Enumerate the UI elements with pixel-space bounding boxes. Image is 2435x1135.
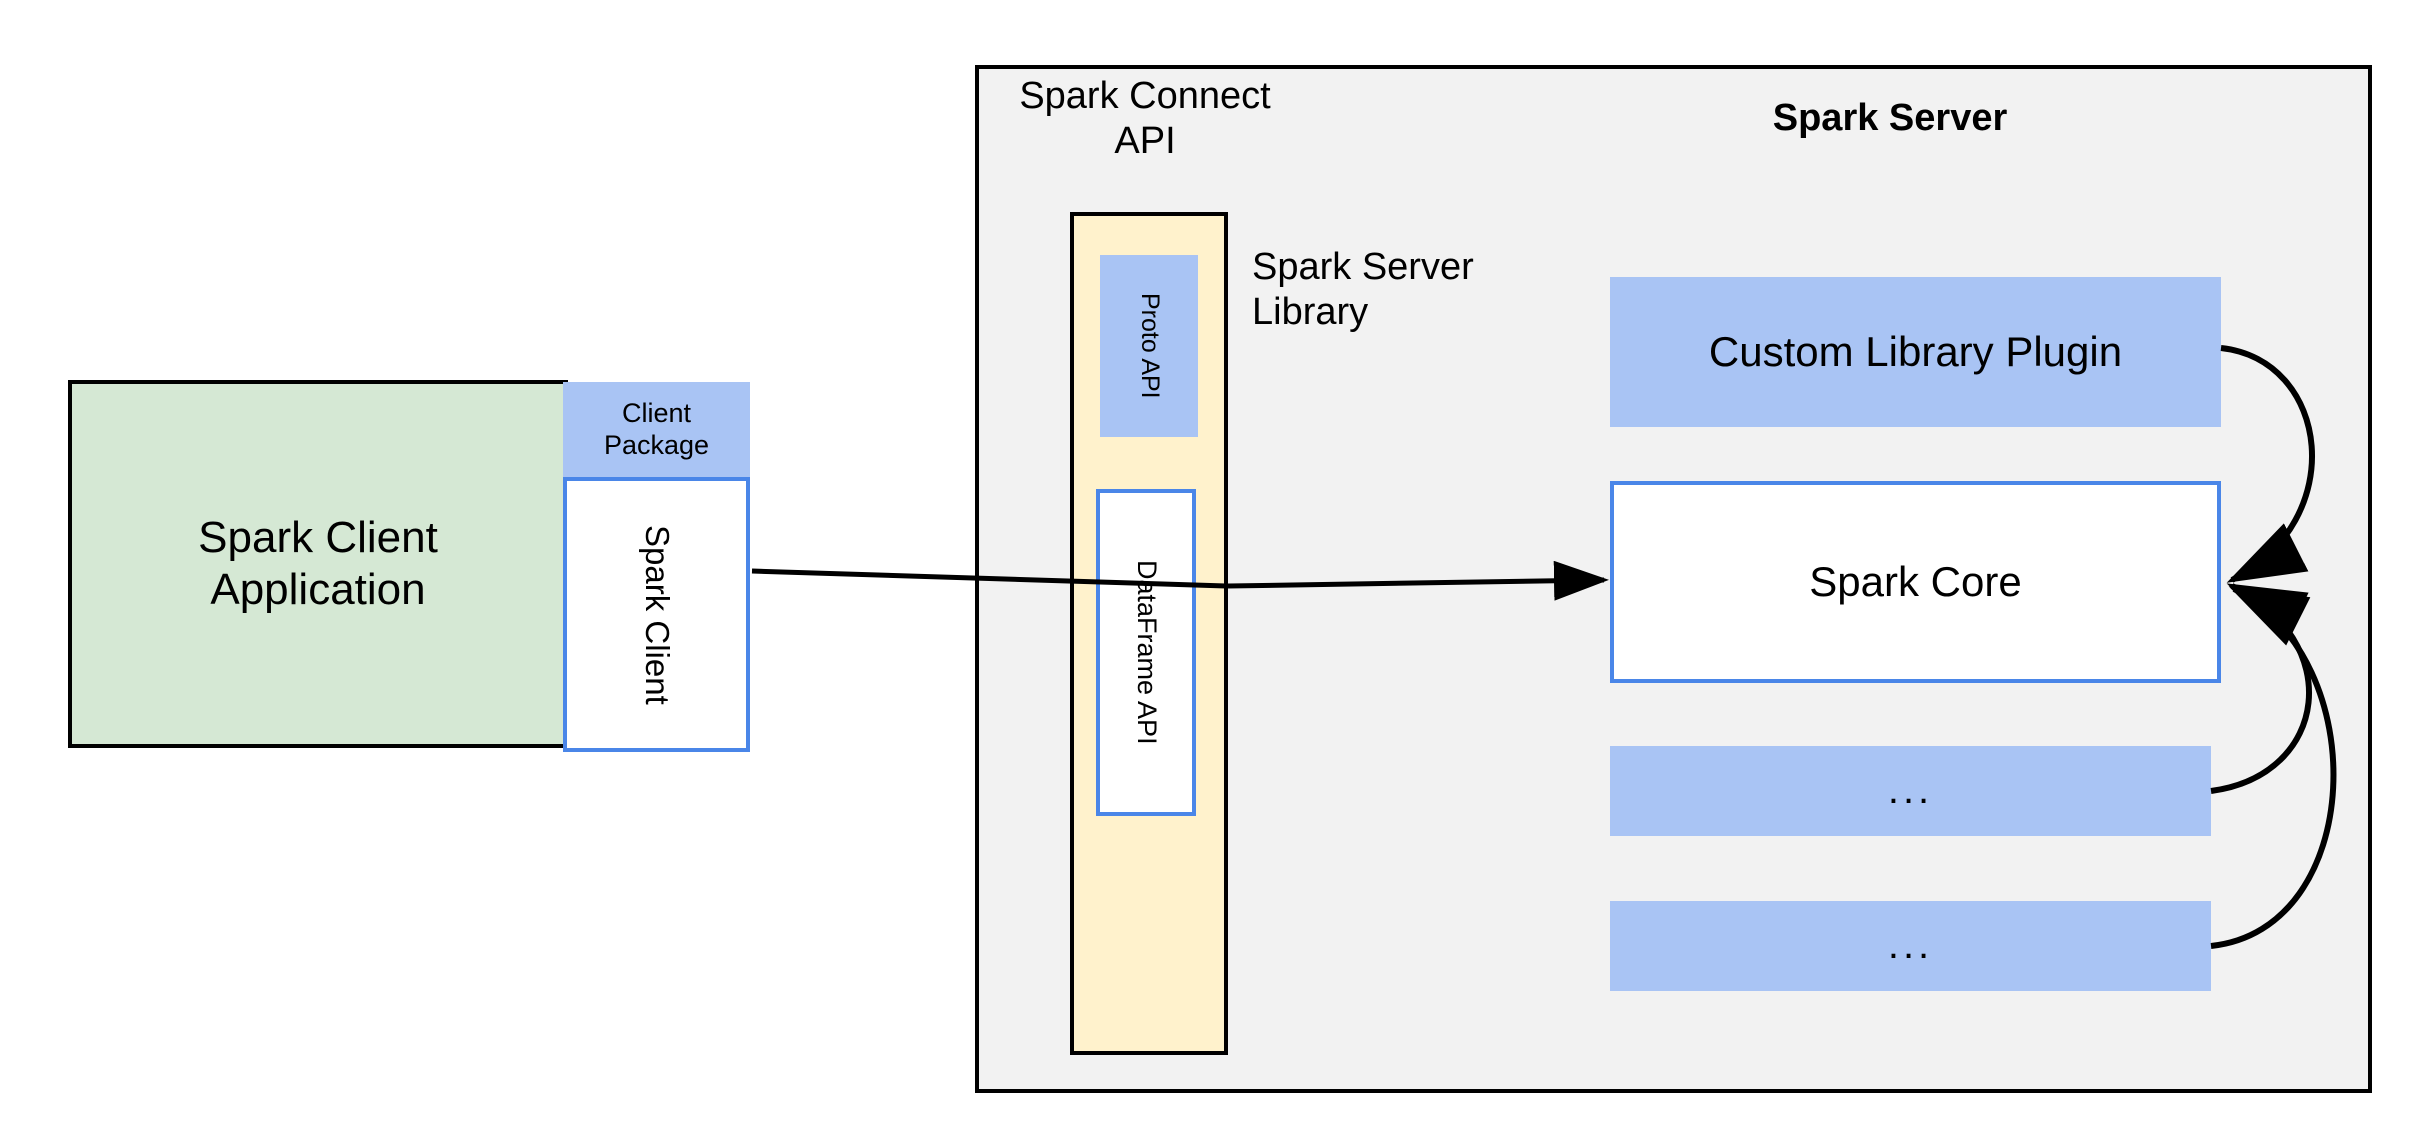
- ellipsis-box-1[interactable]: ...: [1610, 746, 2211, 836]
- proto-api-box[interactable]: Proto API: [1100, 255, 1198, 437]
- custom-library-plugin-label: Custom Library Plugin: [1708, 328, 2123, 376]
- spark-core-box[interactable]: Spark Core: [1610, 481, 2221, 683]
- dataframe-api-box[interactable]: DataFrame API: [1096, 489, 1196, 816]
- ellipsis-label-2: ...: [1887, 923, 1934, 968]
- spark-server-title: Spark Server: [1772, 96, 2008, 139]
- ellipsis-label-1: ...: [1887, 768, 1934, 813]
- spark-connect-api-label: Spark Connect API: [1000, 70, 1290, 180]
- spark-connect-api-label-line2: API: [1114, 119, 1176, 162]
- proto-api-label: Proto API: [1135, 293, 1164, 399]
- client-package-label: Client Package: [603, 397, 710, 460]
- spark-connect-api-label-line1: Spark Connect: [1019, 75, 1271, 117]
- client-package-box[interactable]: Client Package: [563, 382, 750, 477]
- custom-library-plugin-box[interactable]: Custom Library Plugin: [1610, 277, 2221, 427]
- spark-server-library-label-line2: Library: [1252, 290, 1369, 333]
- spark-server-library-label-line1: Spark Server: [1252, 246, 1474, 288]
- spark-client-box[interactable]: Spark Client: [563, 477, 750, 752]
- spark-client-label: Spark Client: [638, 524, 676, 705]
- ellipsis-box-2[interactable]: ...: [1610, 901, 2211, 991]
- dataframe-api-label: DataFrame API: [1131, 560, 1162, 745]
- spark-client-application-box[interactable]: Spark Client Application: [68, 380, 568, 748]
- spark-server-library-label: Spark Server Library: [1252, 245, 1542, 355]
- spark-core-label: Spark Core: [1809, 558, 2022, 606]
- spark-client-application-label: Spark Client Application: [198, 513, 438, 614]
